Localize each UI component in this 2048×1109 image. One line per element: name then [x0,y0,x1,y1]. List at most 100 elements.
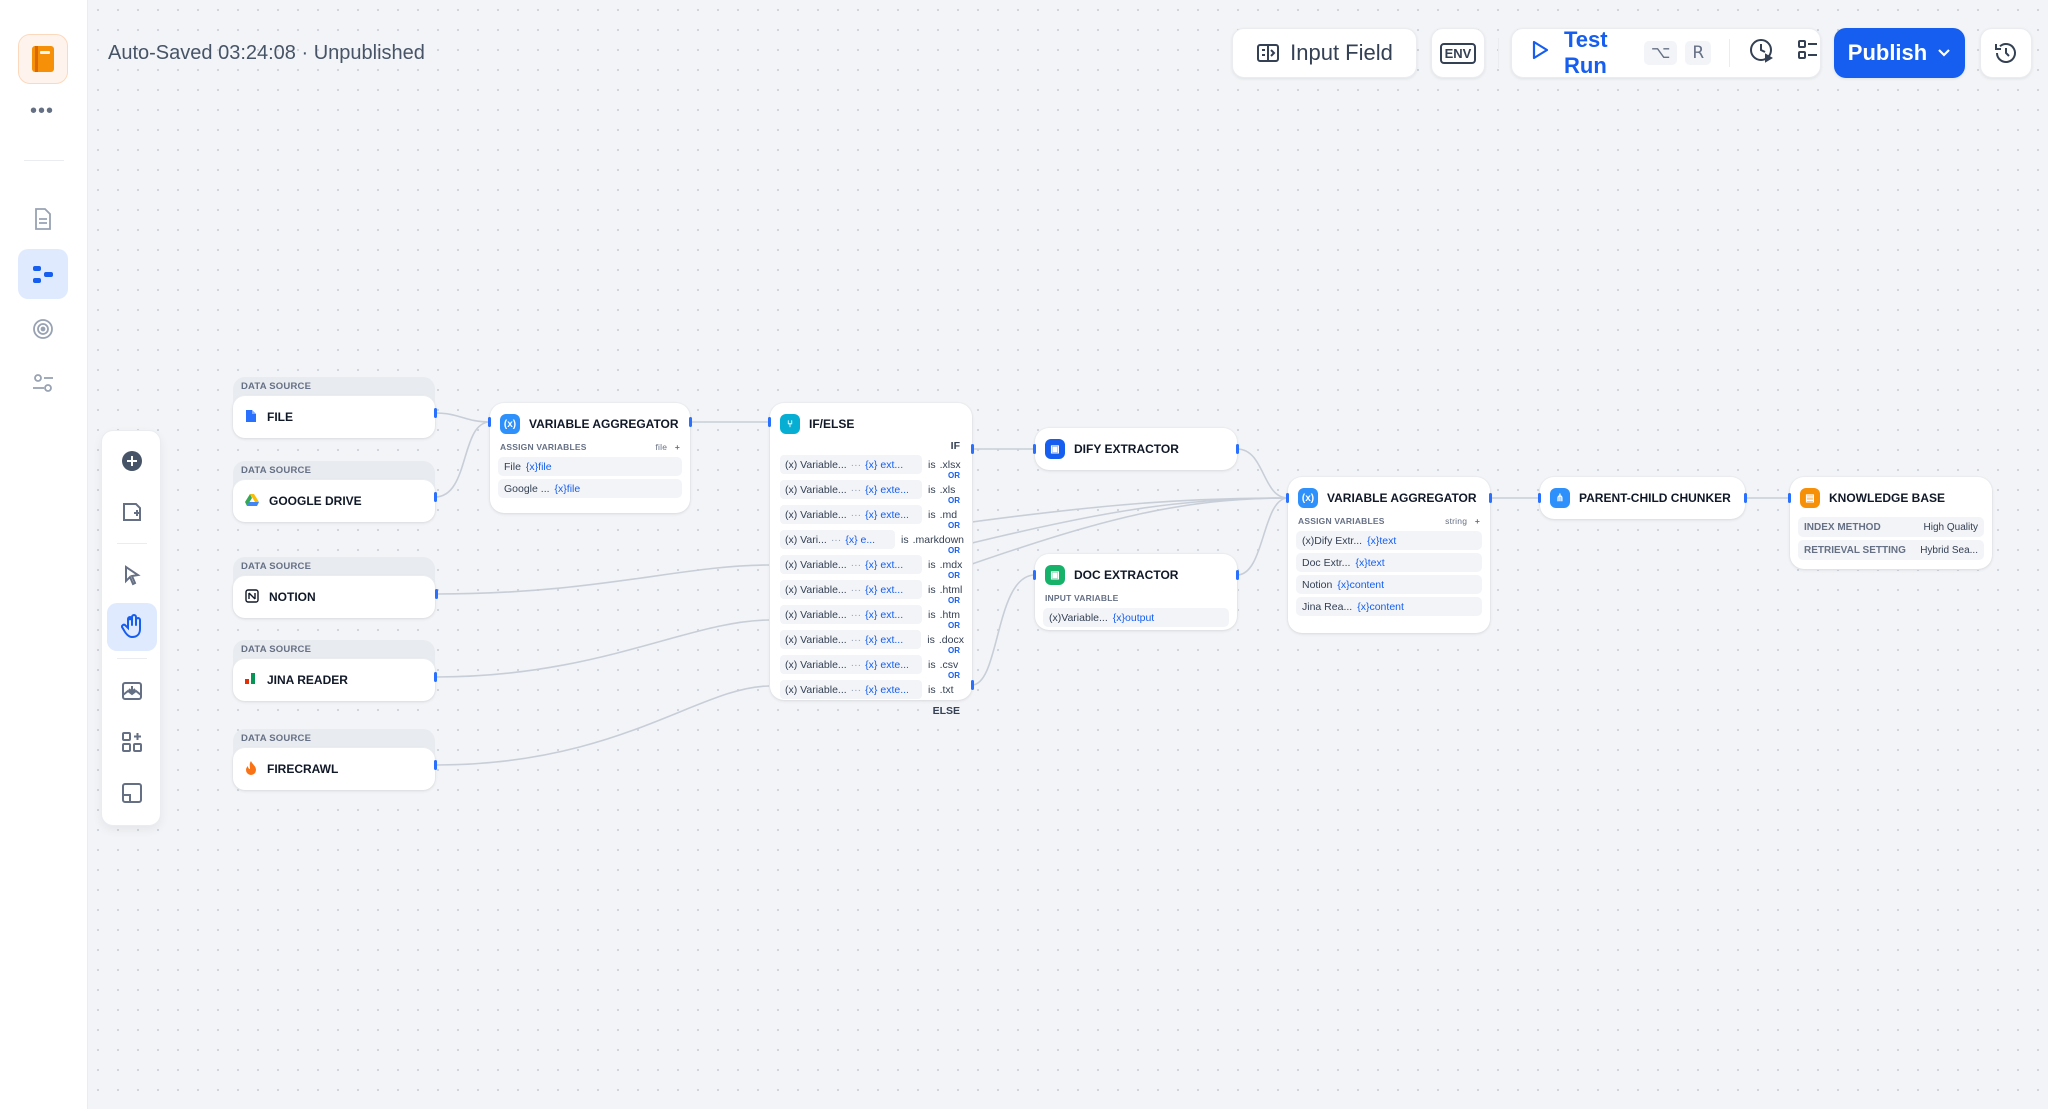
parent-child-chunker-node[interactable]: ⋔PARENT-CHILD CHUNKER [1540,477,1745,519]
input-handle[interactable] [768,417,771,427]
condition-row[interactable]: (x) Variable...···{x} ext...is.html [780,580,964,599]
condition-field: {x} ext... [865,583,904,596]
input-handle[interactable] [1788,493,1791,503]
header-divider [1498,38,1499,68]
edge [434,412,491,423]
target-icon[interactable] [18,304,68,354]
assigned-variable-row: Google ...{x}file [498,479,682,498]
data-source-caption: DATA SOURCE [241,561,312,572]
condition-value: .csv [939,658,959,671]
publish-button[interactable]: Publish [1834,28,1965,78]
export-image-icon[interactable] [107,667,157,715]
node-title: PARENT-CHILD CHUNKER [1579,491,1731,505]
data-source-jina-reader[interactable]: DATA SOURCE JINA READER [233,640,435,701]
if-else-node[interactable]: ⑂IF/ELSE IF (x) Variable...···{x} ext...… [770,403,972,717]
node-title: KNOWLEDGE BASE [1829,491,1946,505]
data-source-google-drive[interactable]: DATA SOURCE GOOGLE DRIVE [233,461,435,522]
else-output-handle[interactable] [971,680,974,690]
data-source-firecrawl[interactable]: DATA SOURCE FIRECRAWL [233,729,435,790]
run-history-icon[interactable] [1748,37,1774,69]
data-source-name: NOTION [269,590,316,604]
output-handle[interactable] [434,408,437,418]
knowledge-base-icon: ▤ [1800,488,1820,508]
output-handle[interactable] [435,589,438,599]
or-separator: OR [948,671,960,680]
version-history-button[interactable] [1980,28,2032,78]
add-node-icon[interactable] [107,437,157,485]
variable-name: {x}output [1112,611,1155,624]
add-note-icon[interactable] [107,488,157,536]
variable-name: {x}content [1337,578,1385,591]
more-options-icon[interactable]: ••• [30,100,55,122]
condition-row[interactable]: (x) Variable...···{x} exte...is.xls [780,480,964,499]
settings-sliders-icon[interactable] [18,358,68,408]
notion-icon [245,588,259,606]
variable-source: Notion [1302,578,1333,591]
node-title: VARIABLE AGGREGATOR [529,417,679,431]
setting-key: INDEX METHOD [1804,521,1881,533]
output-handle[interactable] [689,417,692,427]
condition-row[interactable]: (x) Variable...···{x} exte...is.md [780,505,964,524]
assigned-variable-row: File{x}file [498,457,682,476]
output-handle[interactable] [434,760,437,770]
or-separator: OR [948,496,960,505]
organize-blocks-icon[interactable] [107,718,157,766]
condition-row[interactable]: (x) Variable...···{x} ext...is.docx [780,630,964,649]
edge [434,421,491,498]
documents-icon[interactable] [18,194,68,244]
env-button[interactable]: ENV [1431,28,1485,78]
add-variable-button[interactable]: + [1474,516,1480,526]
input-handle[interactable] [1286,493,1289,503]
variable-source: (x)Dify Extr... [1302,534,1363,547]
variable-name: {x}text [1355,556,1385,569]
doc-extractor-node[interactable]: ▣DOC EXTRACTOR INPUT VARIABLE (x)Variabl… [1035,554,1237,630]
pointer-icon[interactable] [107,552,157,600]
condition-variable: (x) Variable... [785,658,847,671]
output-handle[interactable] [1236,444,1239,454]
input-handle[interactable] [1538,493,1541,503]
google-drive-icon [245,493,259,509]
output-handle[interactable] [434,672,437,682]
input-field-button[interactable]: Input Field [1232,28,1417,78]
pipeline-icon[interactable] [18,249,68,299]
condition-value: .xlsx [939,458,961,471]
node-title: IF/ELSE [809,417,855,431]
jina-icon [245,672,257,688]
test-run-button[interactable]: Test Run [1564,27,1608,78]
condition-row[interactable]: (x) Variable...···{x} exte...is.txt [780,680,964,699]
condition-value: .docx [938,633,964,646]
assign-variables-label: ASSIGN VARIABLES [1298,516,1385,526]
dify-extractor-node[interactable]: ▣DIFY EXTRACTOR [1035,428,1237,470]
app-logo-icon[interactable] [18,34,68,84]
assign-variables-label: ASSIGN VARIABLES [500,442,587,452]
data-source-file[interactable]: DATA SOURCE FILE [233,377,435,438]
condition-row[interactable]: (x) Variable...···{x} ext...is.htm [780,605,964,624]
condition-row[interactable]: (x) Variable...···{x} ext...is.xlsx [780,455,964,474]
more-icon: ··· [850,483,862,496]
play-icon[interactable] [1530,39,1550,67]
add-variable-button[interactable]: + [674,442,680,452]
output-handle[interactable] [434,492,437,502]
minimap-icon[interactable] [107,769,157,817]
condition-field: {x} e... [845,533,876,546]
if-output-handle[interactable] [971,444,974,454]
output-handle[interactable] [1489,493,1492,503]
condition-value: .html [939,583,963,596]
env-icon: ENV [1439,42,1477,64]
input-handle[interactable] [488,417,491,427]
hand-tool-icon[interactable] [107,603,157,651]
condition-row[interactable]: (x) Vari...···{x} e...is.markdown [780,530,964,549]
input-handle[interactable] [1033,570,1036,580]
node-title: DIFY EXTRACTOR [1074,442,1179,456]
checklist-icon[interactable] [1796,38,1820,68]
output-handle[interactable] [1236,570,1239,580]
condition-row[interactable]: (x) Variable...···{x} exte...is.csv [780,655,964,674]
condition-row[interactable]: (x) Variable...···{x} ext...is.mdx [780,555,964,574]
data-source-notion[interactable]: DATA SOURCE NOTION [233,557,435,618]
input-handle[interactable] [1033,444,1036,454]
output-handle[interactable] [1744,493,1747,503]
